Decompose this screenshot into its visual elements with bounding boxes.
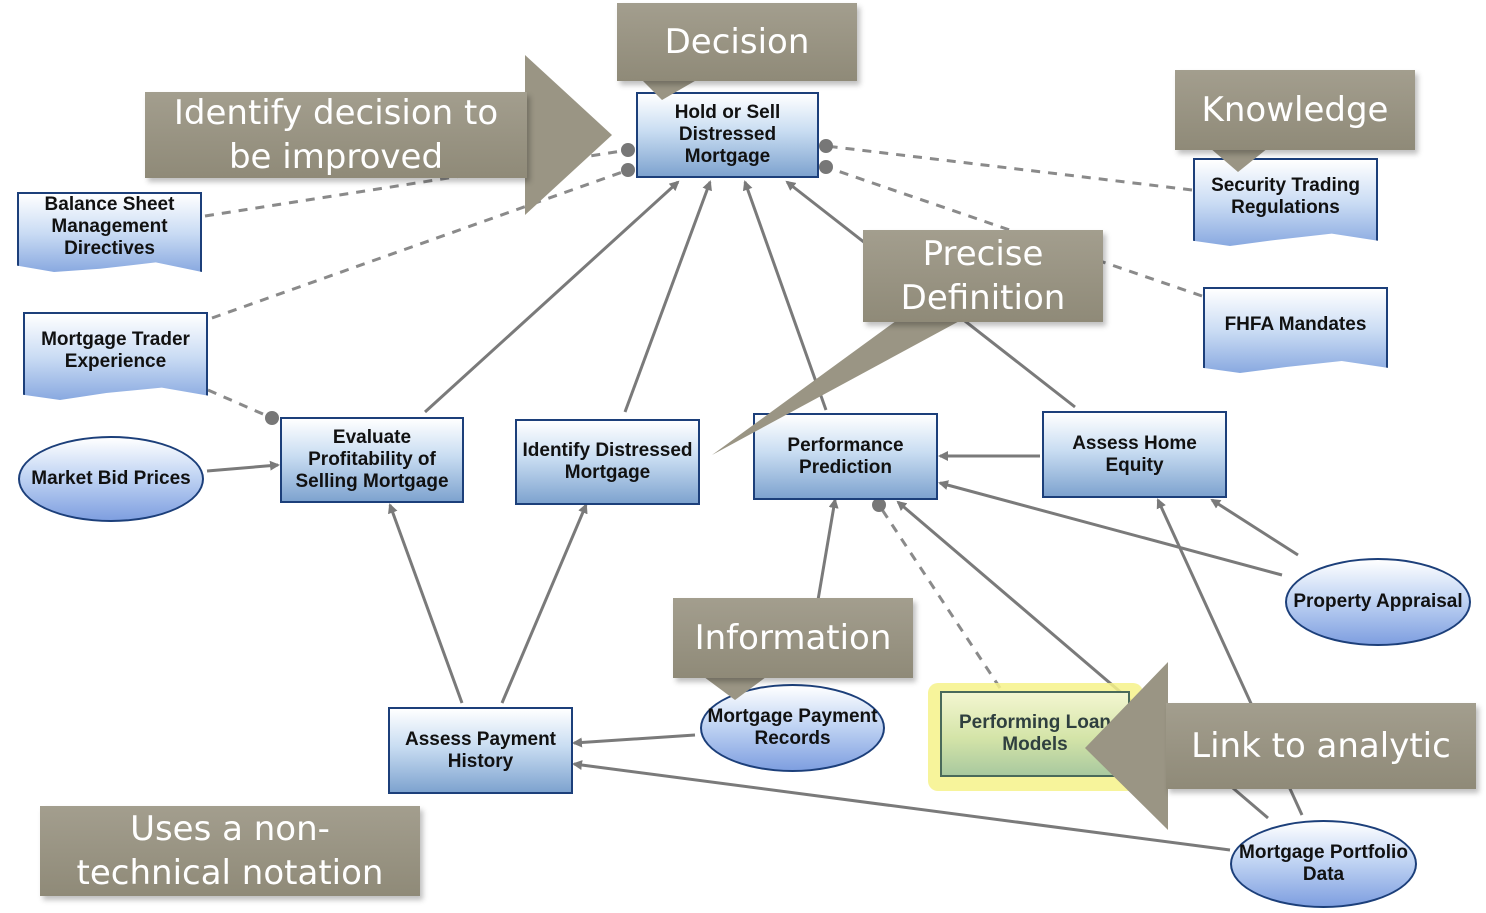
callout-identify-text: Identify decision to be improved	[173, 93, 499, 177]
identify-arrow-head	[525, 55, 612, 215]
decision-performance-label: Performance Prediction	[787, 434, 904, 478]
decision-identify-distressed[interactable]: Identify Distressed Mortgage	[515, 419, 700, 505]
edge-marketbid-to-evaluate	[206, 460, 280, 473]
callout-decision: Decision	[617, 3, 857, 81]
callout-identify-decision: Identify decision to be improved	[145, 92, 527, 178]
edge-evaluate-to-decision	[423, 180, 680, 414]
decision-assess-home-equity[interactable]: Assess Home Equity	[1042, 411, 1227, 498]
knowledge-security-trading-label: Security Trading Regulations	[1211, 175, 1360, 218]
callout-link-text: Link to analytic	[1191, 726, 1451, 766]
input-portfolio-label: Mortgage Portfolio Data	[1239, 842, 1408, 885]
decision-hold-or-sell-label: Hold or Sell Distressed Mortgage	[674, 102, 781, 167]
edge-balance-to-decision	[204, 148, 629, 218]
decision-callout-pointer	[640, 78, 700, 100]
connector-dot	[819, 139, 833, 153]
connector-dot	[265, 411, 279, 425]
knowledge-security-trading[interactable]: Security Trading Regulations	[1193, 158, 1378, 246]
knowledge-mortgage-trader-label: Mortgage Trader Experience	[41, 329, 190, 372]
decision-payment-history-label: Assess Payment History	[404, 728, 557, 772]
callout-link-to-analytic: Link to analytic	[1166, 703, 1476, 789]
information-callout-pointer	[700, 674, 770, 700]
input-mortgage-portfolio-data[interactable]: Mortgage Portfolio Data	[1230, 820, 1417, 908]
decision-evaluate-label: Evaluate Profitability of Selling Mortga…	[295, 427, 449, 492]
edge-trader-to-evaluate	[207, 388, 273, 420]
callout-information: Information	[673, 598, 913, 678]
edge-identify-to-decision	[623, 180, 712, 413]
decision-hold-or-sell[interactable]: Hold or Sell Distressed Mortgage	[636, 92, 819, 178]
connector-dot	[819, 160, 833, 174]
edge-payhistory-to-evaluate	[388, 503, 464, 704]
edge-analytic-to-performance	[877, 504, 1002, 689]
edge-security-to-decision	[825, 144, 1193, 192]
callout-knowledge: Knowledge	[1175, 70, 1415, 150]
edge-performance-to-decision	[742, 180, 828, 411]
decision-evaluate-profitability[interactable]: Evaluate Profitability of Selling Mortga…	[280, 417, 464, 503]
analytic-performing-loan-label: Performing Loan Models	[958, 712, 1111, 755]
decision-assess-payment-history[interactable]: Assess Payment History	[388, 707, 573, 794]
precise-callout-pointer	[712, 318, 965, 455]
input-property-appraisal-label: Property Appraisal	[1293, 591, 1463, 612]
callout-non-technical-notation: Uses a non-technical notation	[40, 806, 420, 896]
input-payment-records-label: Mortgage Payment Records	[707, 706, 878, 749]
callout-decision-text: Decision	[664, 22, 810, 62]
edge-appraisal-to-homeequity	[1210, 498, 1299, 557]
analytic-performing-loan-models[interactable]: Performing Loan Models	[940, 691, 1130, 777]
knowledge-fhfa-mandates[interactable]: FHFA Mandates	[1203, 287, 1388, 373]
knowledge-fhfa-label: FHFA Mandates	[1224, 314, 1367, 335]
connector-dot	[872, 498, 886, 512]
connector-dot	[621, 163, 635, 177]
callout-precise-text: Precise Definition	[900, 234, 1066, 318]
edge-portfolio-to-payhistory	[572, 760, 1231, 852]
input-property-appraisal[interactable]: Property Appraisal	[1285, 558, 1471, 646]
input-mortgage-payment-records[interactable]: Mortgage Payment Records	[700, 684, 885, 772]
decision-performance-prediction[interactable]: Performance Prediction	[753, 413, 938, 500]
decision-identify-label: Identify Distressed Mortgage	[522, 440, 693, 483]
knowledge-mortgage-trader[interactable]: Mortgage Trader Experience	[23, 312, 208, 400]
input-market-bid-prices[interactable]: Market Bid Prices	[18, 436, 204, 522]
edge-fhfa-to-decision	[825, 165, 1203, 298]
edge-records-to-payhistory	[572, 733, 696, 748]
edge-payhistory-to-identify	[500, 503, 588, 704]
connector-dot	[621, 143, 635, 157]
callout-notation-text: Uses a non-technical notation	[76, 809, 384, 893]
callout-knowledge-text: Knowledge	[1201, 90, 1389, 130]
edge-records-to-performance	[816, 498, 839, 601]
input-market-bid-label: Market Bid Prices	[31, 468, 191, 489]
edge-appraisal-to-performance	[938, 480, 1283, 577]
knowledge-balance-sheet-label: Balance Sheet Management Directives	[44, 194, 175, 259]
link-arrow-head	[1085, 662, 1168, 830]
knowledge-callout-pointer	[1210, 148, 1268, 172]
decision-home-equity-label: Assess Home Equity	[1072, 432, 1197, 476]
callout-information-text: Information	[694, 618, 892, 658]
knowledge-balance-sheet[interactable]: Balance Sheet Management Directives	[17, 192, 202, 272]
edge-trader-to-decision	[211, 168, 629, 320]
callout-precise-definition: Precise Definition	[863, 230, 1103, 322]
